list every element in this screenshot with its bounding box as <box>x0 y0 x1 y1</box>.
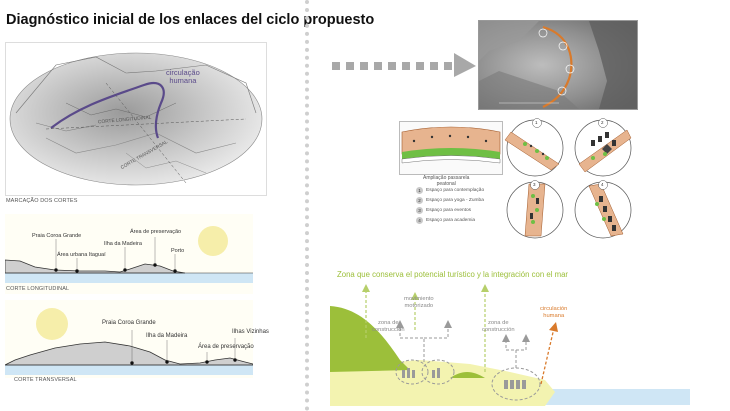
divider <box>305 0 309 411</box>
zoom-circle-1 <box>504 118 564 177</box>
circle-num-1: 1 <box>535 120 538 125</box>
route-label-line1: circulação <box>166 68 200 77</box>
circle-num-3: 3 <box>533 182 536 187</box>
legend-num-3: 3 <box>416 207 423 214</box>
sun-icon <box>36 308 68 340</box>
legend-num-4: 4 <box>416 217 423 224</box>
legend-num-1: 1 <box>416 187 423 194</box>
walkway-drawing <box>401 126 501 164</box>
label-ilha-da-madeira-t: Ilha da Madeira <box>146 333 188 339</box>
circulacion-line1: circulación <box>540 306 568 312</box>
label-area-preservacao: Área de preservação <box>130 229 182 235</box>
section-longitudinal: Praia Coroa Grande Área urbana Itaguaí I… <box>4 214 253 294</box>
label-area-urbana: Área urbana Itaguaí <box>57 252 106 258</box>
section-transversal: Praia Coroa Grande Ilha da Madeira Área … <box>4 300 269 378</box>
zone-headline: Zona que conserva el potencial turístico… <box>337 270 568 279</box>
walkway-caption-line1: Ampliação passarela <box>423 175 470 181</box>
route-label: circulação humana <box>166 69 200 85</box>
label-praia-coroa-grande: Praia Coroa Grande <box>32 233 82 239</box>
zona2-line1: zona de <box>487 320 509 326</box>
section-long-caption: CORTE LONGITUDINAL <box>6 286 70 292</box>
zona2-label: zona de construcción <box>482 320 515 333</box>
label-ilha-da-madeira: Ilha da Madeira <box>104 241 142 247</box>
zona1-line2: construcción <box>372 326 405 333</box>
circle-num-2: 2 <box>601 120 604 125</box>
label-porto: Porto <box>171 248 185 254</box>
movimiento-line2: motorizado <box>404 302 434 309</box>
sun-icon <box>198 226 228 256</box>
zone-diagram <box>330 284 690 406</box>
circle-num-4: 4 <box>601 182 604 187</box>
label-praia-coroa-grande-t: Praia Coroa Grande <box>102 320 156 326</box>
circulacion-line2: humana <box>543 312 565 319</box>
walkway-caption: Ampliação passarela peatonal <box>423 175 469 187</box>
legend-num-2: 2 <box>416 197 423 204</box>
movimiento-label: movimiento motorizado <box>404 296 434 309</box>
zona2-line2: construcción <box>482 326 515 333</box>
zoom-circles <box>504 118 632 239</box>
zona1-line1: zona de <box>377 320 399 326</box>
satellite-image-drawing <box>479 21 637 109</box>
dotted-arrow-icon <box>332 53 476 77</box>
route-label-line2: humana <box>169 75 197 85</box>
map-caption: MARCAÇÃO DOS CORTES <box>6 198 78 204</box>
satellite-image <box>478 20 638 110</box>
terrain-map: circulação humana CORTE LONGITUDINAL COR… <box>5 42 267 196</box>
terrain-map-image <box>9 52 263 186</box>
circulacion-label: circulación humana <box>540 306 567 319</box>
label-area-preservacao-t: Área de preservação <box>198 344 254 350</box>
legend-item-1: Espaço para contemplação <box>426 188 485 193</box>
zoom-circle-3 <box>506 180 564 239</box>
legend-item-3: Espaço para eventos <box>426 208 472 213</box>
section-longitudinal-drawing <box>4 214 253 294</box>
walkway-caption-line2: peatonal <box>436 181 456 187</box>
zoom-circle-4 <box>574 180 632 239</box>
section-transversal-drawing <box>4 300 254 378</box>
movimiento-line1: movimiento <box>404 296 434 302</box>
walkway-section <box>399 121 503 175</box>
zoom-circle-2 <box>574 118 632 177</box>
zona1-label: zona de construcción <box>372 320 405 333</box>
section-trans-caption: CORTE TRANSVERSAL <box>14 377 77 383</box>
legend-item-4: Espaço para academia <box>426 218 476 223</box>
page-title: Diagnóstico inicial de los enlaces del c… <box>6 12 375 28</box>
label-ilhas-vizinhas: Ilhas Vizinhas <box>232 329 269 335</box>
legend-item-2: Espaço para yoga - Zumba <box>426 198 484 203</box>
